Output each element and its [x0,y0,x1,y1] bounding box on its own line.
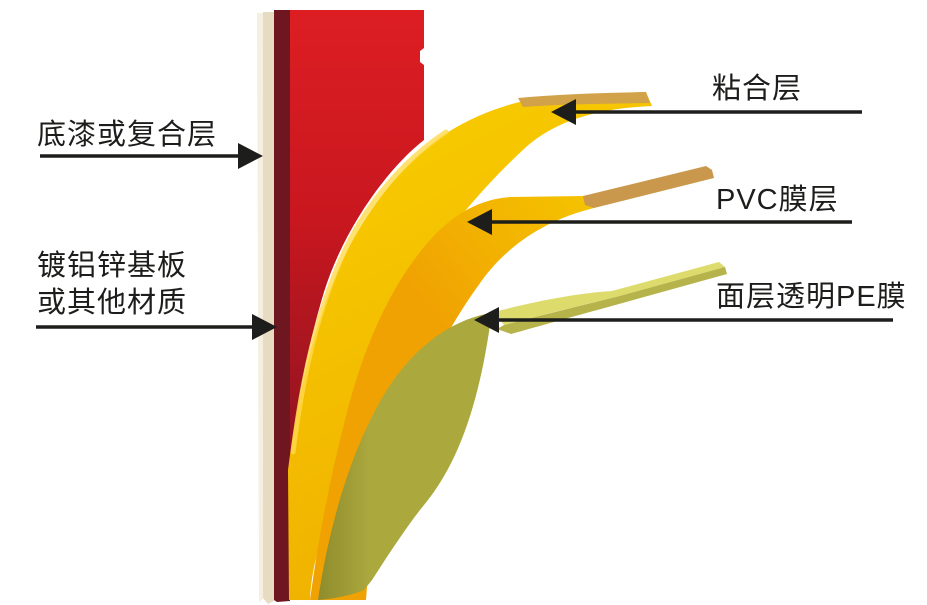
pe-film-layer-shape [318,313,492,600]
primer-arrow [40,143,263,169]
substrate-arrow [36,314,277,340]
pvc-film-arrowhead-icon [467,209,492,235]
substrate-arrowhead-icon [252,314,277,340]
adhesive-edge-highlight [290,129,449,455]
pe-film-label: 面层透明PE膜 [716,281,907,313]
pe-film-flake-front-edge [497,267,727,334]
substrate-label: 镀铝锌基板 或其他材质 [37,248,187,322]
primer-label: 底漆或复合层 [37,119,218,151]
pe-film-arrow [474,307,893,333]
panel-cream-highlight-strip [257,13,263,602]
pe-film-flake-top-face [494,262,725,325]
adhesive-arrow [551,99,862,125]
substrate-label-line2: 或其他材质 [37,287,188,319]
substrate-red-face-shape [290,10,424,470]
substrate-label-line1: 镀铝锌基板 [37,250,188,282]
pvc-film-arrow [467,209,852,235]
pvc-film-tip-tan-shape [583,166,714,208]
pvc-film-label: PVC膜层 [716,184,839,216]
adhesive-arrowhead-icon [551,99,576,125]
primer-cream-layer-shape [263,12,274,604]
adhesive-layer-shape [288,92,652,600]
primer-arrowhead-icon [238,143,263,169]
substrate-maroon-edge-shape [274,10,290,602]
adhesive-tip-tan-band [518,92,650,107]
pe-film-arrowhead-icon [474,307,499,333]
adhesive-label: 粘合层 [712,73,803,105]
